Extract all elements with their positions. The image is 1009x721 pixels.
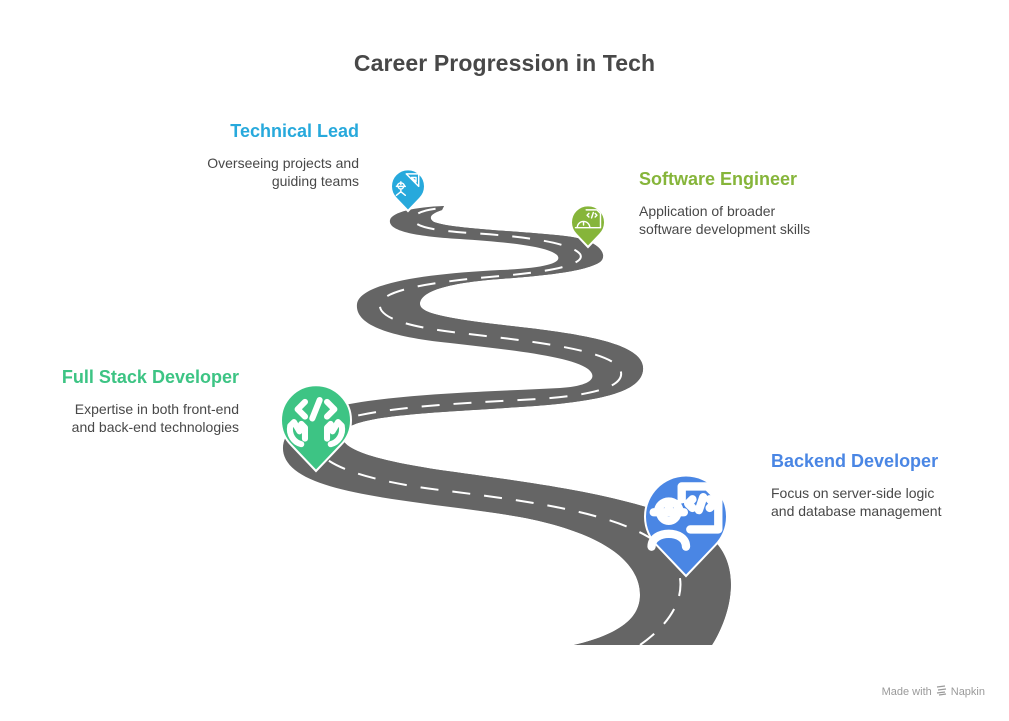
stage-title: Technical Lead [230,121,359,141]
description-line: Overseeing projects and [207,155,359,171]
footer-attribution: Made with Napkin [882,685,985,699]
engineer-with-ruler-icon [395,173,420,196]
stage-full-stack-developer: Full Stack Developer Expertise in both f… [0,367,239,436]
description-line: and database management [771,503,942,519]
stage-description: Focus on server-side logic and database … [771,484,1009,520]
napkin-brand-text: Napkin [950,686,985,698]
worker-code-file-icon [647,482,723,551]
stage-title: Full Stack Developer [61,367,239,387]
stage-backend-developer: Backend Developer Focus on server-side l… [771,451,1009,520]
made-with-text: Made with [881,686,932,698]
description-line: Expertise in both front-end [74,401,239,417]
stage-software-engineer: Software Engineer Application of broader… [639,169,959,238]
description-line: Application of broader [639,203,776,219]
pin-technical-lead [390,168,426,213]
pin-backend [644,474,728,578]
road-center-line [314,207,682,646]
description-line: guiding teams [271,173,359,189]
description-line: and back-end technologies [71,419,239,435]
pin-full-stack [280,384,352,473]
hands-code-icon [286,396,346,448]
description-line: software development skills [639,221,811,237]
description-line: Focus on server-side logic [771,485,935,501]
pin-software-engineer [570,204,606,249]
stage-description: Overseeing projects and guiding teams [39,154,359,190]
stage-description: Application of broader software developm… [639,202,959,238]
road-outer [282,206,731,645]
stage-title: Software Engineer [639,169,798,189]
napkin-logo-icon [936,685,947,699]
page-title: Career Progression in Tech [353,50,656,76]
hardhat-code-file-icon [574,209,602,229]
stage-description: Expertise in both front-end and back-end… [0,400,239,436]
stage-title: Backend Developer [771,451,939,471]
stage-technical-lead: Technical Lead Overseeing projects and g… [39,121,359,190]
